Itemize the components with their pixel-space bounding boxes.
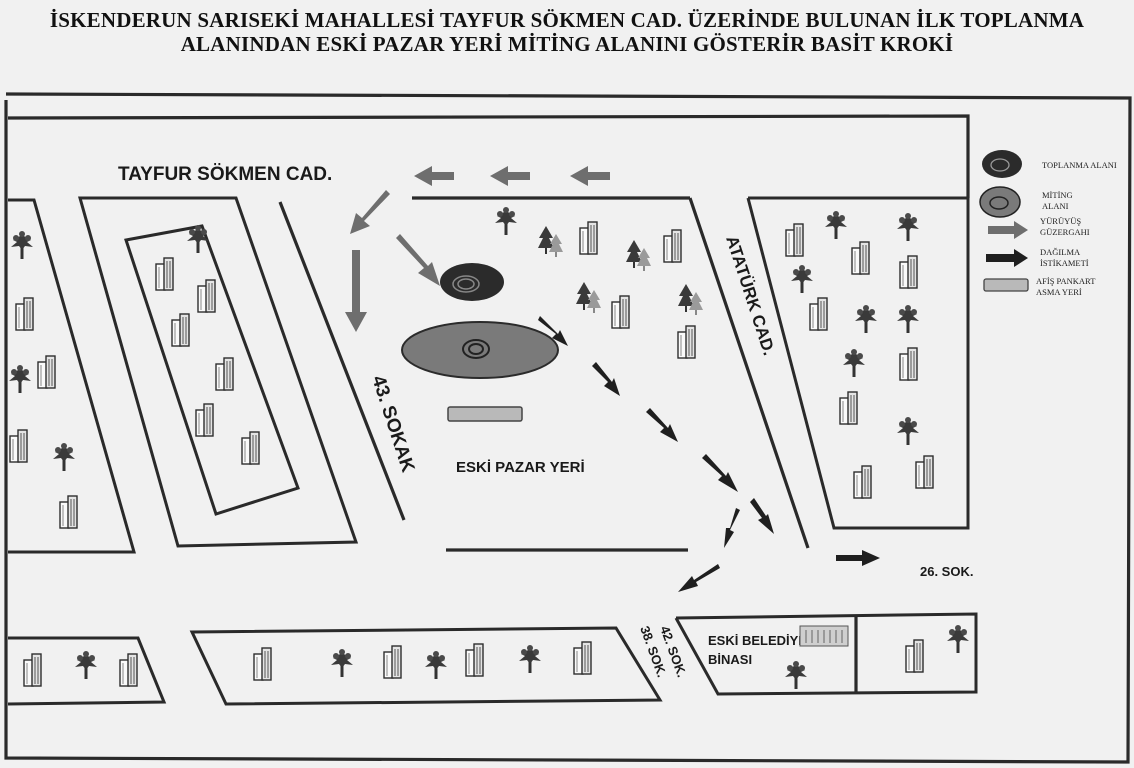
legend-disperse-label-2: İSTİKAMETİ xyxy=(1040,258,1089,268)
tree-icon xyxy=(825,211,847,239)
tree-icon xyxy=(519,645,541,673)
building-icon xyxy=(579,221,598,255)
old-municipality-building-icon xyxy=(799,625,849,647)
building-icon xyxy=(15,297,34,331)
building-icon xyxy=(197,279,216,313)
building-icon xyxy=(155,257,174,291)
legend-rally-icon xyxy=(979,186,1021,218)
walk-arrow-3 xyxy=(414,166,454,186)
building-icon xyxy=(851,241,870,275)
building-icon xyxy=(195,403,214,437)
dispersal-arrows xyxy=(538,316,880,592)
tree-icon xyxy=(331,649,353,677)
building-icon xyxy=(809,297,828,331)
legend-gathering-label: TOPLANMA ALANI xyxy=(1042,160,1117,170)
building-icon xyxy=(915,455,934,489)
ataturk-cad-label: ATATÜRK CAD. xyxy=(722,233,779,357)
tayfur-sokmen-road-edge xyxy=(7,114,970,198)
tree-icon xyxy=(897,305,919,333)
building-icon xyxy=(215,357,234,391)
map-title-line-1: İSKENDERUN SARISEKİ MAHALLESİ TAYFUR SÖK… xyxy=(49,8,1085,32)
pine-tree-icon xyxy=(678,284,703,315)
tree-icon xyxy=(495,207,517,235)
walk-arrow-2 xyxy=(490,166,530,186)
building-icon xyxy=(37,355,56,389)
walk-arrow-4 xyxy=(350,190,390,234)
tree-icon xyxy=(843,349,865,377)
belediye-label-2: BİNASI xyxy=(708,652,752,667)
legend-disperse-label-1: DAĞILMA xyxy=(1040,247,1081,257)
map-title-line-2: ALANINDAN ESKİ PAZAR YERİ MİTİNG ALANINI… xyxy=(180,32,954,56)
building-icon xyxy=(253,647,272,681)
sokak-43-road xyxy=(278,201,406,521)
building-icon xyxy=(383,645,402,679)
sokak-43-label: 43. SOKAK xyxy=(367,373,418,475)
building-icon xyxy=(9,429,28,463)
building-icon xyxy=(465,643,484,677)
tree-icon xyxy=(425,651,447,679)
building-icon xyxy=(611,295,630,329)
bottom-left-block xyxy=(7,636,167,706)
building-icon xyxy=(59,495,78,529)
building-icon xyxy=(677,325,696,359)
legend-rally-label-1: MİTİNG xyxy=(1042,190,1073,200)
building-icon xyxy=(899,255,918,289)
building-icon xyxy=(23,653,42,687)
bottom-middle-block xyxy=(189,626,663,706)
legend-walk-label-2: GÜZERGAHI xyxy=(1040,227,1090,237)
eski-pazar-label: ESKİ PAZAR YERİ xyxy=(456,459,585,476)
building-icon xyxy=(785,223,804,257)
tree-icon xyxy=(9,365,31,393)
belediye-label-1: ESKİ BELEDİYE xyxy=(708,633,807,648)
tree-icon xyxy=(897,417,919,445)
bottom-right-block xyxy=(674,612,978,696)
tree-icon xyxy=(75,651,97,679)
map-frame xyxy=(4,92,1132,764)
left-block xyxy=(8,198,136,554)
walking-route-arrows xyxy=(345,166,610,332)
building-icon xyxy=(853,465,872,499)
right-block xyxy=(746,196,970,530)
tree-icon xyxy=(11,231,33,259)
gathering-area-marker xyxy=(440,263,504,301)
building-icon xyxy=(905,639,924,673)
legend-gathering-icon xyxy=(982,150,1022,178)
tree-icon xyxy=(791,265,813,293)
tree-icon xyxy=(53,443,75,471)
pine-tree-icon xyxy=(538,226,563,257)
walk-arrow-5 xyxy=(345,250,367,332)
building-icon xyxy=(663,229,682,263)
legend-banner-icon xyxy=(983,278,1029,292)
sok-26-label: 26. SOK. xyxy=(920,564,973,579)
tree-icon xyxy=(785,661,807,689)
park-block-inner xyxy=(124,224,300,516)
legend: TOPLANMA ALANI MİTİNG ALANI YÜRÜYÜŞ GÜZE… xyxy=(979,150,1117,297)
building-icon xyxy=(171,313,190,347)
building-icon xyxy=(119,653,138,687)
tayfur-sokmen-label: TAYFUR SÖKMEN CAD. xyxy=(118,164,332,185)
park-block-outer xyxy=(78,196,359,548)
building-icon xyxy=(241,431,260,465)
ataturk-road-west xyxy=(688,197,810,549)
pine-tree-icon xyxy=(626,240,651,271)
tree-icon xyxy=(897,213,919,241)
banner-placement-marker xyxy=(447,406,523,422)
building-icon xyxy=(899,347,918,381)
legend-disperse-arrow-icon xyxy=(986,249,1028,267)
tree-icon xyxy=(855,305,877,333)
walk-arrow-1 xyxy=(570,166,610,186)
pine-tree-icon xyxy=(576,282,601,313)
legend-banner-label-1: AFİŞ PANKART xyxy=(1036,276,1096,286)
legend-banner-label-2: ASMA YERİ xyxy=(1036,287,1082,297)
building-icon xyxy=(839,391,858,425)
rally-area-marker xyxy=(401,321,559,379)
legend-rally-label-2: ALANI xyxy=(1042,201,1069,211)
legend-walk-arrow-icon xyxy=(988,221,1028,239)
building-icon xyxy=(573,641,592,675)
walk-arrow-6 xyxy=(396,234,440,286)
legend-walk-label-1: YÜRÜYÜŞ xyxy=(1040,216,1081,226)
tree-icon xyxy=(947,625,969,653)
